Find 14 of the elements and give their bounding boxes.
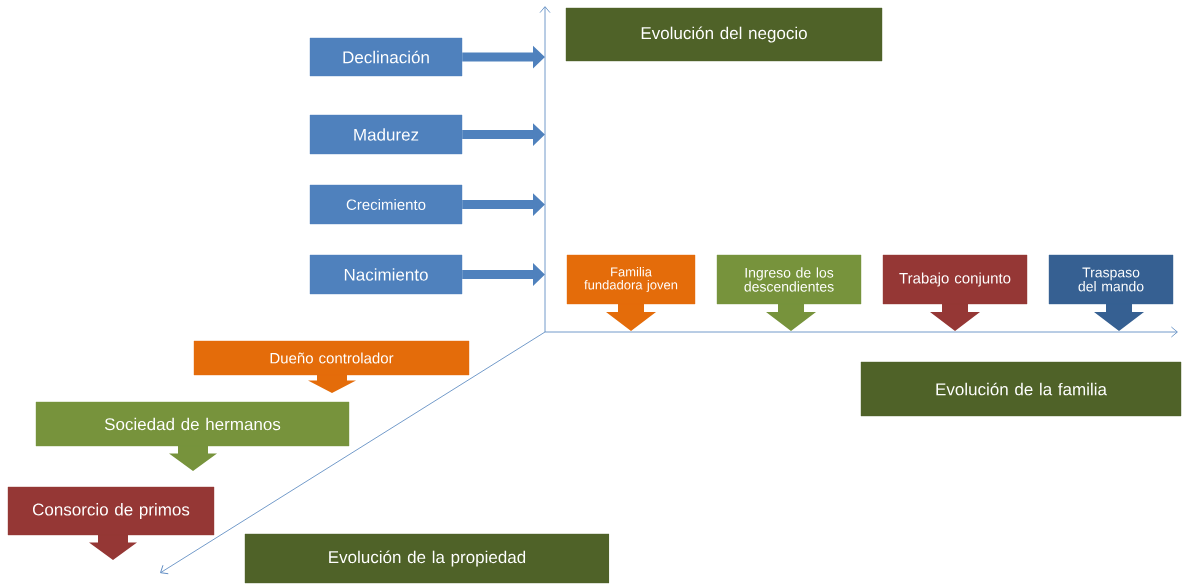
stage-box: Crecimiento (309, 184, 463, 225)
down-arrow-callout: Sociedad de hermanos (35, 401, 350, 471)
stage-box: Declinación (309, 37, 463, 77)
stage-box: Madurez (309, 114, 463, 155)
down-arrow-callout: Ingreso de los descendientes (716, 254, 862, 331)
down-arrow-callout: Consorcio de primos (7, 486, 215, 560)
down-arrow-callout: Familia fundadora joven (566, 254, 696, 331)
down-arrow-callout: Dueño controlador (193, 340, 470, 393)
stage-box: Nacimiento (309, 254, 463, 295)
down-arrow-callout: Traspaso del mando (1048, 254, 1174, 331)
heading-box: Evolución de la familia (860, 361, 1182, 417)
heading-box: Evolución de la propiedad (244, 533, 610, 584)
heading-box: Evolución del negocio (565, 7, 883, 62)
down-arrow-callout: Trabajo conjunto (882, 254, 1028, 331)
